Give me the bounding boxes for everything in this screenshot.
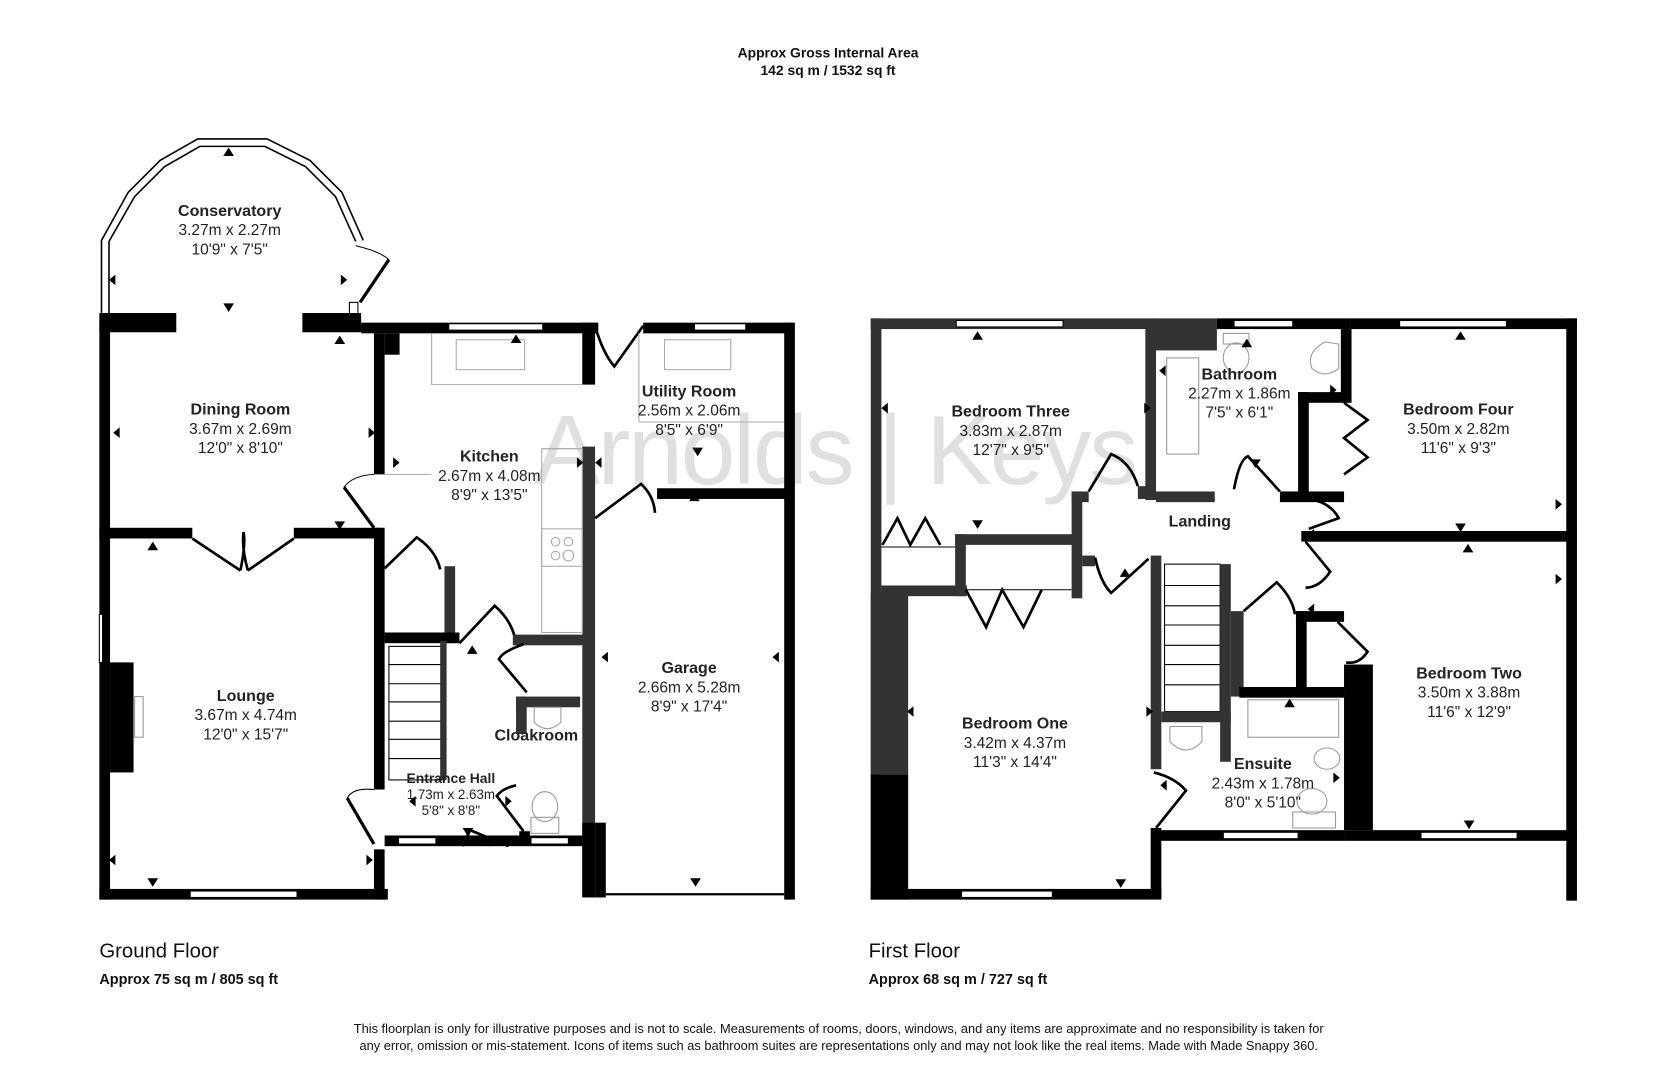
room-utility-room: Utility Room 2.56m x 2.06m 8'5" x 6'9" xyxy=(638,381,740,440)
room-imperial: 12'7" x 9'5" xyxy=(972,442,1049,460)
gross-area-value: 142 sq m / 1532 sq ft xyxy=(760,61,896,78)
room-metric: 3.27m x 2.27m xyxy=(178,222,281,240)
room-bedroom-one: Bedroom One 3.42m x 4.37m 11'3" x 14'4" xyxy=(962,714,1068,773)
room-imperial: 5'8" x 8'8" xyxy=(421,803,481,819)
room-metric: 3.50m x 2.82m xyxy=(1407,420,1510,439)
room-metric: 3.42m x 4.37m xyxy=(963,735,1067,753)
room-imperial: 11'6" x 12'9" xyxy=(1427,704,1511,722)
room-cloakroom: Cloakroom xyxy=(494,725,578,745)
room-ensuite: Ensuite 2.43m x 1.78m 8'0" x 5'10" xyxy=(1212,754,1314,813)
room-imperial: 12'0" x 15'7" xyxy=(203,726,289,744)
room-bedroom-four: Bedroom Four 3.50m x 2.82m 11'6" x 9'3" xyxy=(1403,400,1513,459)
room-name: Cloakroom xyxy=(494,726,579,745)
room-name: Kitchen xyxy=(459,447,519,466)
gross-area-title: Approx Gross Internal Area 142 sq m / 15… xyxy=(0,45,1656,79)
room-metric: 2.27m x 1.86m xyxy=(1188,385,1291,403)
gross-area-heading: Approx Gross Internal Area xyxy=(737,44,919,61)
first-floor-markers xyxy=(881,331,1563,888)
room-metric: 3.83m x 2.87m xyxy=(959,423,1062,441)
room-imperial: 12'0" x 8'10" xyxy=(197,440,283,458)
room-imperial: 8'5" x 6'9" xyxy=(655,422,723,440)
room-imperial: 8'9" x 13'5" xyxy=(451,487,528,505)
disclaimer: This floorplan is only for illustrative … xyxy=(353,1021,1324,1054)
room-metric: 3.67m x 4.74m xyxy=(194,707,297,725)
room-garage: Garage 2.66m x 5.28m 8'9" x 17'4" xyxy=(638,658,740,717)
room-imperial: 11'6" x 9'3" xyxy=(1420,440,1496,458)
room-metric: 2.56m x 2.06m xyxy=(637,402,741,420)
room-imperial: 11'3" x 14'4" xyxy=(973,754,1057,772)
ground-floor-area: Approx 75 sq m / 805 sq ft xyxy=(99,971,279,988)
room-name: Bedroom One xyxy=(961,714,1068,733)
room-imperial: 8'9" x 17'4" xyxy=(650,698,728,716)
room-name: Entrance Hall xyxy=(406,770,496,787)
room-name: Utility Room xyxy=(641,382,737,401)
room-kitchen: Kitchen 2.67m x 4.08m 8'9" x 13'5" xyxy=(438,447,540,506)
room-name: Bathroom xyxy=(1201,365,1278,384)
room-name: Ensuite xyxy=(1233,755,1292,774)
ground-floor-walls xyxy=(98,138,795,900)
room-bedroom-three: Bedroom Three 3.83m x 2.87m 12'7" x 9'5" xyxy=(951,402,1069,461)
room-name: Bedroom Three xyxy=(951,402,1070,421)
room-metric: 3.67m x 2.69m xyxy=(189,420,292,439)
room-imperial: 8'0" x 5'10" xyxy=(1224,794,1302,812)
room-metric: 3.50m x 3.88m xyxy=(1417,684,1521,702)
room-imperial: 10'9" x 7'5" xyxy=(191,241,268,259)
room-metric: 2.67m x 4.08m xyxy=(438,467,541,486)
room-bedroom-two: Bedroom Two 3.50m x 3.88m 11'6" x 12'9" xyxy=(1416,663,1522,722)
room-name: Dining Room xyxy=(190,400,291,419)
first-floor-area: Approx 68 sq m / 727 sq ft xyxy=(868,971,1048,988)
room-entrance-hall: Entrance Hall 1.73m x 2.63m 5'8" x 8'8" xyxy=(406,770,495,819)
room-bathroom: Bathroom 2.27m x 1.86m 7'5" x 6'1" xyxy=(1188,364,1290,423)
ground-floor-markers xyxy=(108,147,779,887)
first-floor-walls xyxy=(870,318,1577,901)
ground-floor-label: Ground Floor xyxy=(99,940,219,963)
room-conservatory: Conservatory 3.27m x 2.27m 10'9" x 7'5" xyxy=(178,201,281,260)
room-dining-room: Dining Room 3.67m x 2.69m 12'0" x 8'10" xyxy=(189,400,291,459)
room-name: Garage xyxy=(661,659,717,678)
room-name: Landing xyxy=(1168,512,1231,531)
room-metric: 2.43m x 1.78m xyxy=(1211,775,1315,793)
room-metric: 1.73m x 2.63m xyxy=(406,787,496,803)
room-imperial: 7'5" x 6'1" xyxy=(1205,404,1274,423)
room-name: Conservatory xyxy=(178,201,282,221)
first-floor-label: First Floor xyxy=(868,940,960,963)
room-name: Bedroom Two xyxy=(1416,664,1522,683)
room-name: Lounge xyxy=(216,686,275,706)
room-name: Bedroom Four xyxy=(1403,400,1514,419)
room-lounge: Lounge 3.67m x 4.74m 12'0" x 15'7" xyxy=(194,686,296,745)
room-metric: 2.66m x 5.28m xyxy=(637,679,741,697)
room-landing: Landing xyxy=(1169,512,1231,532)
